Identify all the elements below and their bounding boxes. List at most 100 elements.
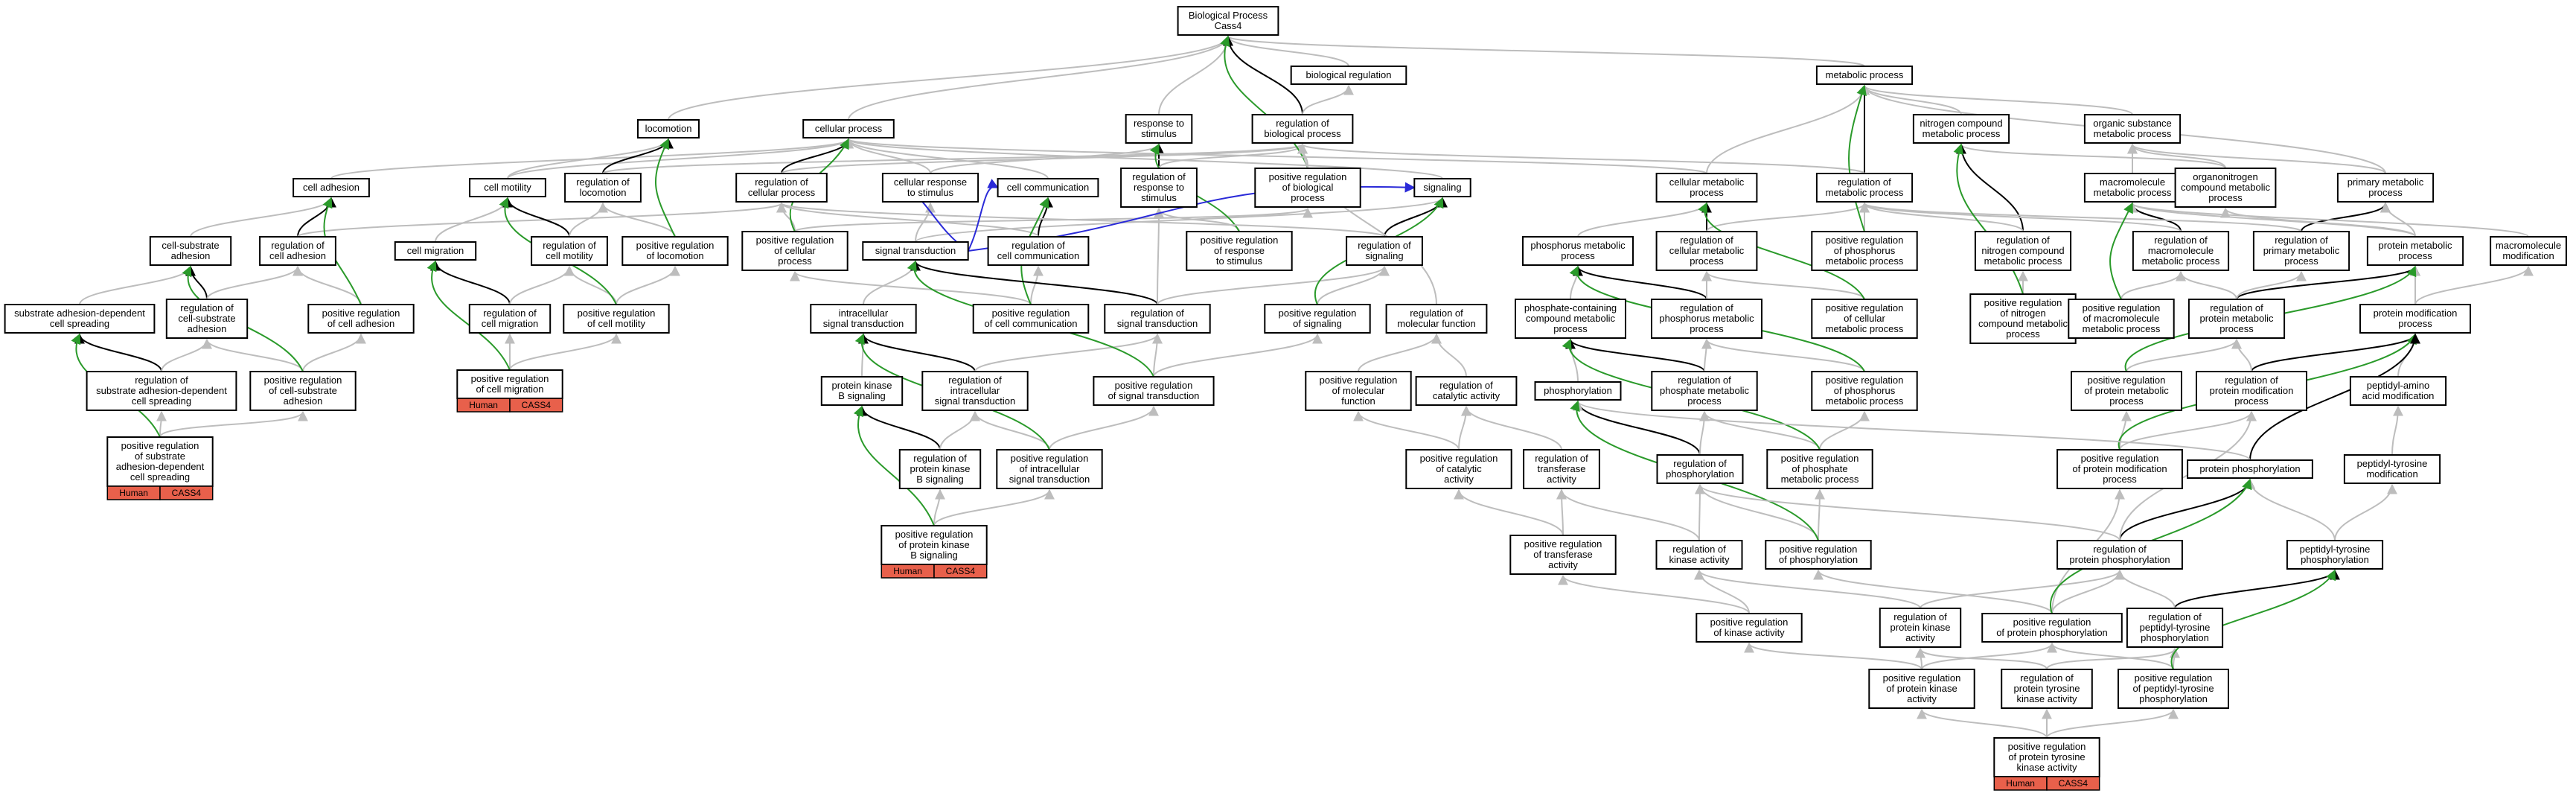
go-term-node-signaling[interactable]: signaling: [1413, 178, 1471, 197]
go-term-node-cellmot[interactable]: cell motility: [469, 178, 546, 197]
go-term-label: process: [2208, 192, 2243, 203]
edge-is-a: [1701, 338, 1712, 372]
go-term-node-sigtrans[interactable]: signal transduction: [862, 241, 969, 261]
go-term-node-celladh[interactable]: cell adhesion: [293, 178, 370, 197]
go-term-node-protphos[interactable]: protein phosphorylation: [2187, 459, 2313, 479]
go-term-node-locomotion[interactable]: locomotion: [637, 119, 700, 138]
go-term-node-regpeptyr[interactable]: regulation ofpeptidyl-tyrosinephosphoryl…: [2126, 608, 2224, 648]
go-term-node-cellmig[interactable]: cell migration: [394, 241, 477, 261]
go-term-node-metproc[interactable]: metabolic process: [1815, 66, 1914, 85]
go-term-node-bioreg[interactable]: biological regulation: [1290, 66, 1407, 85]
go-term-node-cellcomm[interactable]: cell communication: [997, 178, 1099, 197]
go-term-node-phosphorylation[interactable]: phosphorylation: [1534, 381, 1622, 401]
edge-is-a: [933, 488, 1055, 526]
go-term-node-cellproc[interactable]: cellular process: [802, 119, 895, 138]
go-term-label: regulation of: [2275, 235, 2328, 246]
